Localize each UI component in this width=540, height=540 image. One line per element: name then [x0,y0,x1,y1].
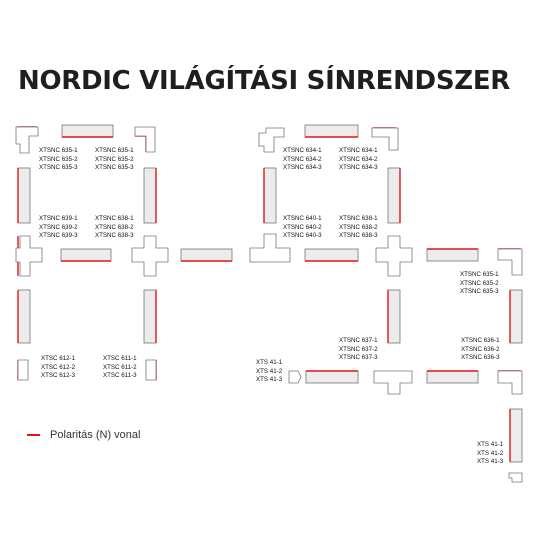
cross-connector-center-right [375,235,413,277]
feed-in-bottom [508,472,523,483]
polarity-line-swatch [27,434,40,436]
rail-v-left-upper [17,167,31,224]
rail-v-far-right [509,289,523,344]
rail-h-top-left [61,124,114,138]
legend: Polaritás (N) vonal [27,429,140,441]
rail-v-left-lower [17,289,31,344]
rail-v-center-right-upper [387,167,401,224]
corner-connector-top-center [258,127,285,153]
rail-h-top-right [304,124,359,138]
feed-in-left [288,370,302,384]
rail-v-center-right-lower [387,289,401,344]
rail-h-mid-center-right [304,248,359,262]
rail-v-center-upper [263,167,277,224]
rail-h-bottom-right [426,370,479,384]
rail-v-right-upper [143,167,157,224]
page-title: NORDIC VILÁGÍTÁSI SÍNRENDSZER [18,66,511,96]
connectors [15,126,523,483]
rail-v-far-right-bottom [509,408,523,463]
legend-label: Polaritás (N) vonal [50,429,141,441]
corner-connector-top-center-right [371,127,399,151]
end-cap-left [17,359,29,381]
rail-h-mid-center-left [180,248,233,262]
cross-connector-center-left [131,235,169,277]
corner-connector-right [497,248,523,276]
rail-h-bottom-center [305,370,359,384]
rail-h-mid-right [426,248,479,262]
corner-connector-top-right [134,126,156,153]
rail-v-right-lower [143,289,157,344]
cross-connector-left [15,235,43,277]
tee-connector-center [249,233,291,263]
tee-connector-bottom-center [373,370,413,395]
corner-connector-bottom-right [497,370,523,395]
rail-h-mid-left [60,248,112,262]
corner-connector-top-left [15,126,39,154]
end-cap-right [145,359,157,381]
rail-segments [17,124,523,463]
